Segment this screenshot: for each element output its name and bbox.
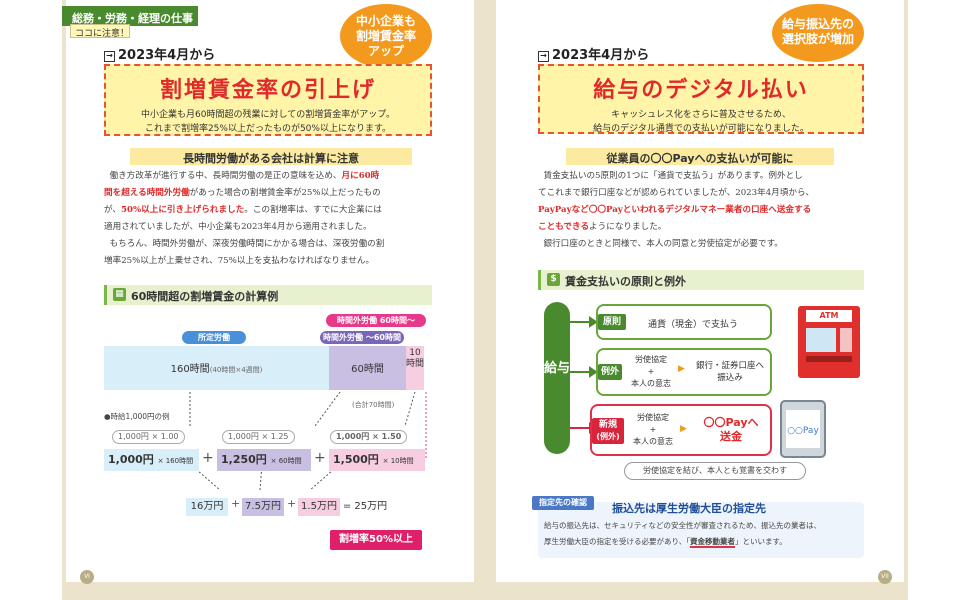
multiplier-1: 1,000円 × 1.00 bbox=[112, 430, 185, 444]
pill-overtime-over60: 時間外労働 60時間〜 bbox=[326, 314, 426, 327]
exception-tag: 例外 bbox=[598, 364, 622, 380]
designation-tag: 指定先の確認 bbox=[532, 496, 594, 510]
left-desc: 中小企業も月60時間超の残業に対しての割増賃金率がアップ。これまで割増率25%以… bbox=[141, 110, 395, 134]
principle-text: 通貨（現金）で支払う bbox=[648, 320, 739, 330]
result-total: = 25万円 bbox=[342, 501, 388, 512]
arrow-right-icon: → bbox=[104, 51, 115, 62]
right-title: 給与のデジタル払い bbox=[593, 78, 809, 103]
bar-overtime-60: 60時間 bbox=[329, 346, 406, 390]
category-note: ココに注意！ bbox=[70, 24, 130, 39]
arrow-right-icon: → bbox=[538, 51, 549, 62]
atm-sign: ATM bbox=[806, 310, 852, 322]
designation-box bbox=[538, 502, 864, 558]
right-desc: キャッシュレス化をさらに普及させるため、給与のデジタル通貨での支払いが可能になり… bbox=[593, 110, 809, 134]
new-exception-box: 新規(例外) 労使協定+本人の意志 ▶ 〇〇Payへ送金 bbox=[590, 404, 772, 456]
multiplier-2: 1,000円 × 1.25 bbox=[222, 430, 295, 444]
result-2: 7.5万円 bbox=[242, 498, 284, 516]
pill-overtime-to60: 時間外労働 〜60時間 bbox=[320, 331, 404, 344]
left-badge: 中小企業も割増賃金率アップ bbox=[340, 4, 432, 68]
right-badge: 給与振込先の選択肢が増加 bbox=[772, 4, 864, 62]
salary-pillar: 給与 bbox=[544, 302, 570, 454]
left-from-label: →2023年4月から bbox=[104, 44, 215, 63]
principle-tag: 原則 bbox=[598, 314, 626, 330]
right-page-number: VII bbox=[878, 570, 892, 584]
calc-arrows bbox=[189, 391, 427, 491]
right-subheading: 従業員の〇〇Payへの支払いが可能に bbox=[566, 148, 834, 165]
red-rate-label: 割増率50%以上 bbox=[330, 530, 422, 550]
calc-section-title: ▦60時間超の割増賃金の計算例 bbox=[104, 285, 432, 305]
exception-box: 例外 労使協定+本人の意志 ▶ 銀行・証券口座へ振込み bbox=[596, 348, 772, 396]
calc-overtime-10: 1,500円 × 10時間 bbox=[329, 449, 425, 471]
principle-box: 原則 通貨（現金）で支払う bbox=[596, 304, 772, 340]
phone-pay-text: ○○Pay bbox=[786, 410, 820, 448]
designation-title: 振込先は厚生労働大臣の指定先 bbox=[612, 502, 766, 515]
triangle-right-icon: ▶ bbox=[678, 364, 685, 374]
left-title: 割増賃金率の引上げ bbox=[159, 78, 376, 103]
multiplier-3: 1,000円 × 1.50 bbox=[330, 430, 408, 444]
right-title-box: 給与のデジタル払い キャッシュレス化をさらに普及させるため、給与のデジタル通貨で… bbox=[538, 64, 864, 134]
money-icon: $ bbox=[547, 273, 560, 286]
principle-section-title: $賃金支払いの原則と例外 bbox=[538, 270, 864, 290]
wage-note: ●時給1,000円の例 bbox=[104, 412, 170, 421]
plus-sign: + bbox=[231, 497, 241, 510]
plus-sign: + bbox=[202, 450, 214, 466]
calculator-icon: ▦ bbox=[113, 288, 126, 301]
bar-regular-hours: 160時間(40時間×4週間) bbox=[104, 346, 329, 390]
exception-condition: 労使協定+本人の意志 bbox=[631, 355, 671, 388]
new-exception-condition: 労使協定+本人の意志 bbox=[633, 413, 673, 446]
new-exception-result: 〇〇Payへ送金 bbox=[703, 416, 759, 443]
new-exception-tag: 新規(例外) bbox=[592, 418, 624, 444]
total-hours-note: (合計70時間) bbox=[352, 401, 395, 409]
calc-overtime-60: 1,250円 × 60時間 bbox=[217, 449, 311, 471]
designation-body: 給与の振込先は、セキュリティなどの安全性が審査されるため、振込先の業者は、 厚生… bbox=[544, 521, 822, 548]
left-subheading: 長時間労働がある会社は計算に注意 bbox=[130, 148, 412, 165]
right-body: 賃金支払いの5原則の1つに「通貨で支払う」があります。例外とし てこれまで銀行口… bbox=[538, 171, 815, 249]
pill-regular-work: 所定労働 bbox=[182, 331, 246, 344]
atm-illustration: ATM bbox=[798, 300, 860, 380]
plus-sign: + bbox=[314, 450, 326, 466]
result-3: 1.5万円 bbox=[298, 498, 340, 516]
agreement-note: 労使協定を結び、本人とも覚書を交わす bbox=[624, 462, 806, 480]
plus-sign: + bbox=[287, 497, 297, 510]
left-title-box: 割増賃金率の引上げ 中小企業も月60時間超の残業に対しての割増賃金率がアップ。こ… bbox=[104, 64, 432, 136]
result-1: 16万円 bbox=[186, 498, 228, 516]
bar-overtime-10: 10時間 bbox=[406, 346, 424, 390]
left-page-number: VI bbox=[80, 570, 94, 584]
triangle-right-icon: ▶ bbox=[680, 424, 687, 434]
phone-illustration: ○○Pay bbox=[780, 400, 826, 458]
calc-regular: 1,000円 × 160時間 bbox=[104, 449, 199, 471]
left-body: 働き方改革が進行する中、長時間労働の是正の意味を込め、月に60時 間を超える時間… bbox=[104, 171, 385, 266]
exception-result: 銀行・証券口座へ振込み bbox=[695, 361, 764, 383]
right-from-label: →2023年4月から bbox=[538, 44, 649, 63]
category-header: 総務・労務・経理の仕事 bbox=[62, 6, 198, 26]
